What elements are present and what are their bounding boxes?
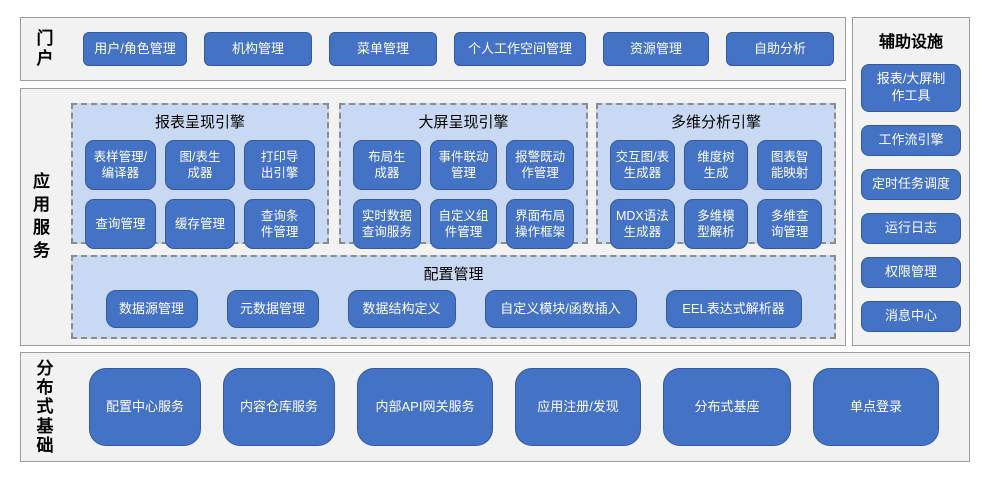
olap-engine-grid: 交互图/表 生成器 维度树 生成 图表智 能映射 MDX语法 生成器 多维模 型… (598, 132, 834, 259)
node-print-export-engine: 打印导 出引擎 (244, 140, 315, 190)
node-menu-management: 菜单管理 (329, 32, 437, 66)
node-data-structure-definition: 数据结构定义 (347, 290, 456, 328)
node-query-management: 查询管理 (85, 199, 156, 249)
node-chart-table-generator: 图/表生 成器 (164, 140, 236, 190)
node-content-repository-service: 内容仓库服务 (223, 368, 335, 446)
node-scheduled-task-dispatch: 定时任务调度 (861, 169, 961, 200)
portal-section: 门 户 用户/角色管理 机构管理 菜单管理 个人工作空间管理 资源管理 自助分析 (20, 17, 846, 81)
portal-section-label: 门 户 (36, 29, 54, 68)
auxiliary-facilities-section: 辅助设施 报表/大屏制 作工具 工作流引擎 定时任务调度 运行日志 权限管理 消… (852, 17, 970, 346)
node-layout-generator: 布局生 成器 (353, 140, 421, 190)
node-single-sign-on: 单点登录 (813, 368, 939, 446)
node-interactive-chart-generator: 交互图/表 生成器 (610, 140, 675, 190)
config-management-title: 配置管理 (423, 266, 484, 283)
node-datasource-management: 数据源管理 (105, 290, 198, 328)
distributed-foundation-section: 分 布 式 基 础 配置中心服务 内容仓库服务 内部API网关服务 应用注册/发… (20, 352, 970, 462)
node-multidim-query-management: 多维查 询管理 (757, 199, 822, 249)
app-services-section-label: 应 用 服 务 (33, 172, 50, 260)
node-self-service-analysis: 自助分析 (726, 32, 834, 66)
node-realtime-data-query-service: 实时数据 查询服务 (353, 199, 421, 249)
bigscreen-rendering-engine-title: 大屏呈现引擎 (418, 114, 509, 131)
node-event-linkage-management: 事件联动 管理 (429, 140, 498, 190)
bigscreen-engine-grid: 布局生 成器 事件联动 管理 报警既动 作管理 实时数据 查询服务 自定义组 件… (341, 132, 586, 259)
node-custom-module-function-insert: 自定义模块/函数插入 (484, 290, 637, 328)
report-engine-grid: 表样管理/ 编译器 图/表生 成器 打印导 出引擎 查询管理 缓存管理 查询条 … (73, 132, 327, 259)
node-custom-component-management: 自定义组 件管理 (429, 199, 498, 249)
node-multidim-model-parsing: 多维模 型解析 (683, 199, 749, 249)
node-style-management-compiler: 表样管理/ 编译器 (85, 140, 156, 190)
node-eel-expression-parser: EEL表达式解析器 (665, 290, 802, 328)
node-workflow-engine: 工作流引擎 (861, 125, 961, 156)
config-management-group: 配置管理 数据源管理 元数据管理 数据结构定义 自定义模块/函数插入 EEL表达… (71, 255, 836, 339)
distributed-foundation-label: 分 布 式 基 础 (36, 359, 54, 455)
distributed-buttons-row: 配置中心服务 内容仓库服务 内部API网关服务 应用注册/发现 分布式基座 单点… (57, 368, 969, 446)
node-personal-workspace-management: 个人工作空间管理 (454, 32, 586, 66)
node-permission-management: 权限管理 (861, 257, 961, 288)
node-metadata-management: 元数据管理 (226, 290, 319, 328)
node-config-center-service: 配置中心服务 (89, 368, 201, 446)
olap-analysis-engine-title: 多维分析引擎 (670, 114, 761, 131)
node-internal-api-gateway-service: 内部API网关服务 (357, 368, 493, 446)
report-rendering-engine-group: 报表呈现引擎 表样管理/ 编译器 图/表生 成器 打印导 出引擎 查询管理 缓存… (71, 103, 329, 249)
node-run-log: 运行日志 (861, 213, 961, 244)
node-chart-smart-mapping: 图表智 能映射 (757, 140, 822, 190)
olap-analysis-engine-group: 多维分析引擎 交互图/表 生成器 维度树 生成 图表智 能映射 MDX语法 生成… (596, 103, 836, 249)
node-ui-layout-framework: 界面布局 操作框架 (506, 199, 574, 249)
node-app-register-discovery: 应用注册/发现 (515, 368, 641, 446)
node-resource-management: 资源管理 (603, 32, 709, 66)
node-user-role-management: 用户/角色管理 (83, 32, 187, 66)
auxiliary-buttons-stack: 报表/大屏制 作工具 工作流引擎 定时任务调度 运行日志 权限管理 消息中心 (853, 64, 969, 332)
node-query-condition-management: 查询条 件管理 (244, 199, 315, 249)
node-alarm-action-management: 报警既动 作管理 (506, 140, 574, 190)
node-message-center: 消息中心 (861, 301, 961, 332)
bigscreen-rendering-engine-group: 大屏呈现引擎 布局生 成器 事件联动 管理 报警既动 作管理 实时数据 查询服务… (339, 103, 588, 249)
node-distributed-base: 分布式基座 (663, 368, 791, 446)
config-buttons-row: 数据源管理 元数据管理 数据结构定义 自定义模块/函数插入 EEL表达式解析器 (73, 290, 834, 328)
auxiliary-facilities-title: 辅助设施 (878, 34, 943, 51)
node-dimension-tree-generation: 维度树 生成 (683, 140, 749, 190)
node-mdx-syntax-generator: MDX语法 生成器 (610, 199, 675, 249)
app-services-section: 应 用 服 务 报表呈现引擎 表样管理/ 编译器 图/表生 成器 打印导 出引擎… (20, 88, 846, 346)
node-report-bigscreen-authoring-tool: 报表/大屏制 作工具 (861, 64, 961, 112)
portal-buttons-row: 用户/角色管理 机构管理 菜单管理 个人工作空间管理 资源管理 自助分析 (83, 32, 834, 66)
node-cache-management: 缓存管理 (164, 199, 236, 249)
node-org-management: 机构管理 (204, 32, 312, 66)
report-rendering-engine-title: 报表呈现引擎 (154, 114, 245, 131)
